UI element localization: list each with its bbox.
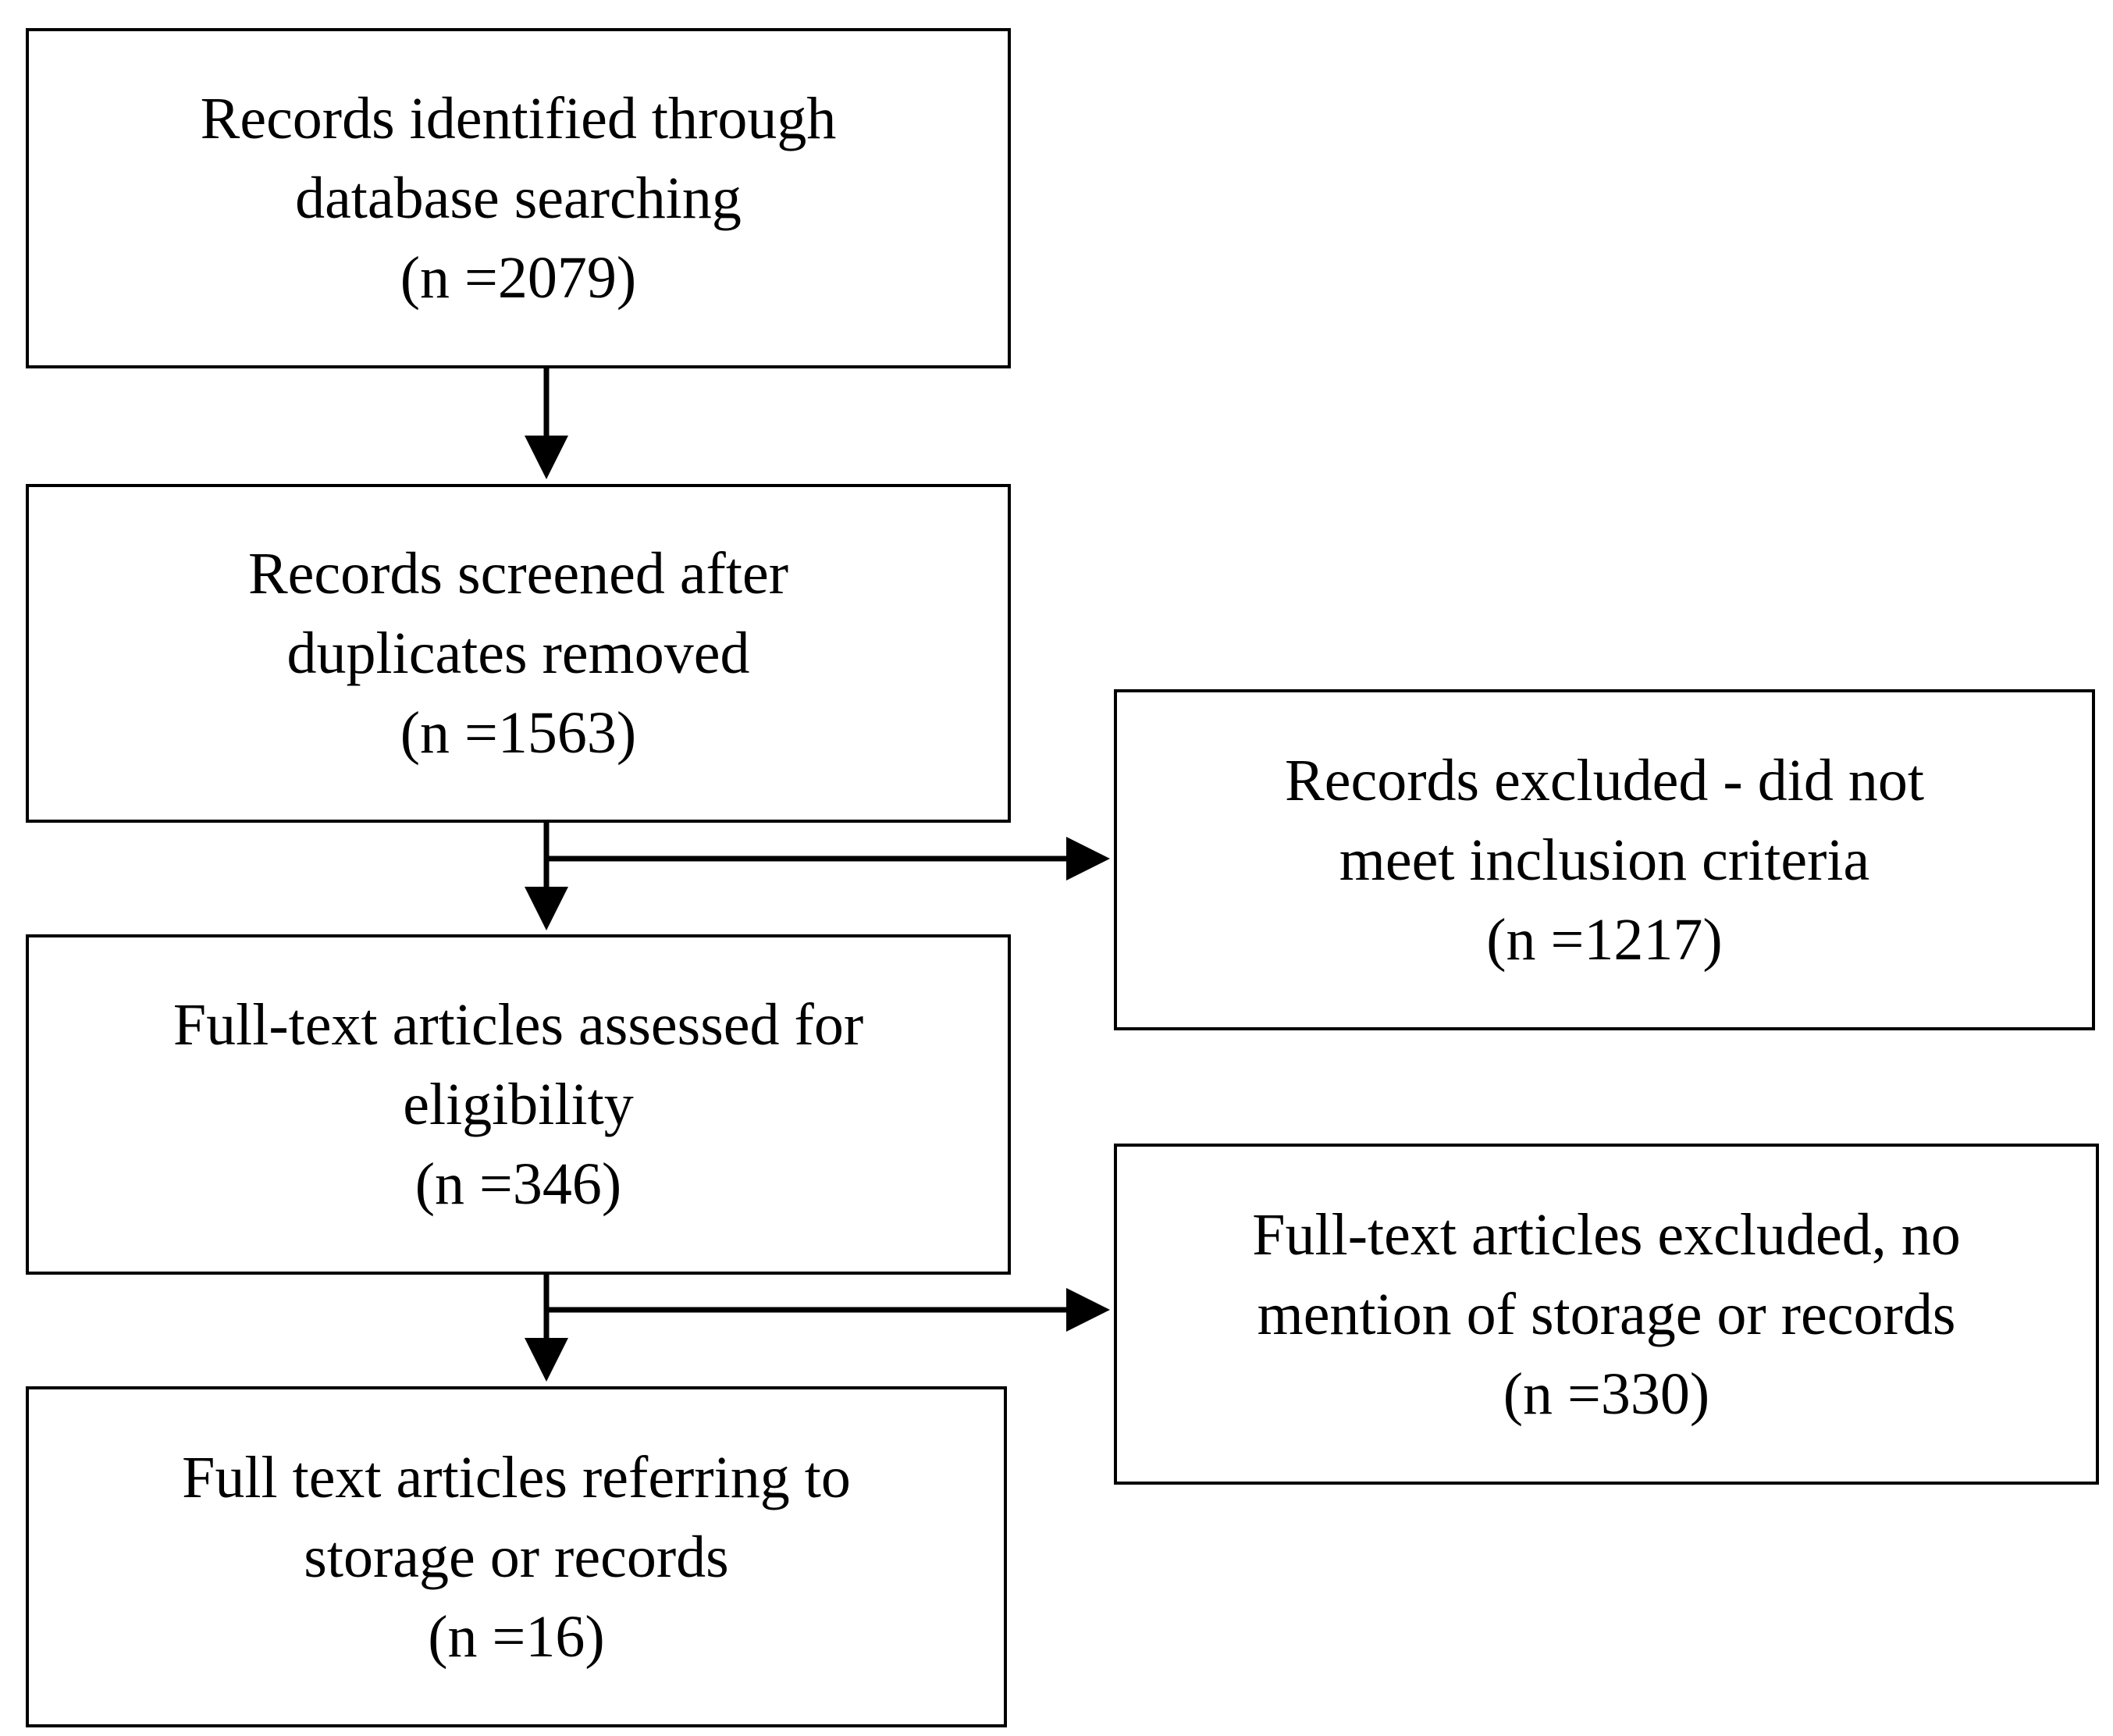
- assessed-articles-box: Full-text articles assessed for eligibil…: [26, 934, 1011, 1275]
- excluded-screening-label-line1: Records excluded - did not: [1285, 747, 1924, 813]
- arrow-identified-to-screened: [525, 368, 568, 479]
- arrow-to-excluded-fulltext: [546, 1288, 1110, 1332]
- included-label-line1: Full text articles referring to: [182, 1444, 851, 1510]
- arrow-assessed-to-included: [525, 1272, 568, 1382]
- excluded-fulltext-count: (n =330): [1503, 1361, 1710, 1427]
- identified-label-line2: database searching: [295, 165, 742, 231]
- identified-records-box: Records identified through database sear…: [26, 28, 1011, 368]
- screened-label-line1: Records screened after: [247, 541, 789, 607]
- assessed-label-line1: Full-text articles assessed for: [173, 992, 864, 1058]
- excluded-screening-box: Records excluded - did not meet inclusio…: [1114, 689, 2095, 1030]
- screened-count: (n =1563): [400, 700, 637, 766]
- excluded-screening-label-line2: meet inclusion criteria: [1339, 827, 1870, 893]
- arrow-screened-to-assessed: [525, 821, 568, 930]
- included-articles-box: Full text articles referring to storage …: [26, 1386, 1007, 1727]
- excluded-fulltext-box: Full-text articles excluded, no mention …: [1114, 1144, 2099, 1485]
- screened-label-line2: duplicates removed: [286, 621, 750, 686]
- excluded-screening-count: (n =1217): [1486, 906, 1723, 973]
- excluded-fulltext-label-line2: mention of storage or records: [1257, 1281, 1956, 1347]
- included-label-line2: storage or records: [304, 1524, 729, 1590]
- assessed-label-line2: eligibility: [403, 1072, 634, 1137]
- excluded-fulltext-label-line1: Full-text articles excluded, no: [1252, 1201, 1961, 1268]
- included-count: (n =16): [428, 1603, 605, 1670]
- screened-records-box: Records screened after duplicates remove…: [26, 484, 1011, 823]
- arrow-to-excluded-screening: [546, 837, 1110, 880]
- identified-label-line1: Records identified through: [200, 86, 837, 151]
- assessed-count: (n =346): [414, 1151, 622, 1217]
- identified-count: (n =2079): [400, 245, 637, 311]
